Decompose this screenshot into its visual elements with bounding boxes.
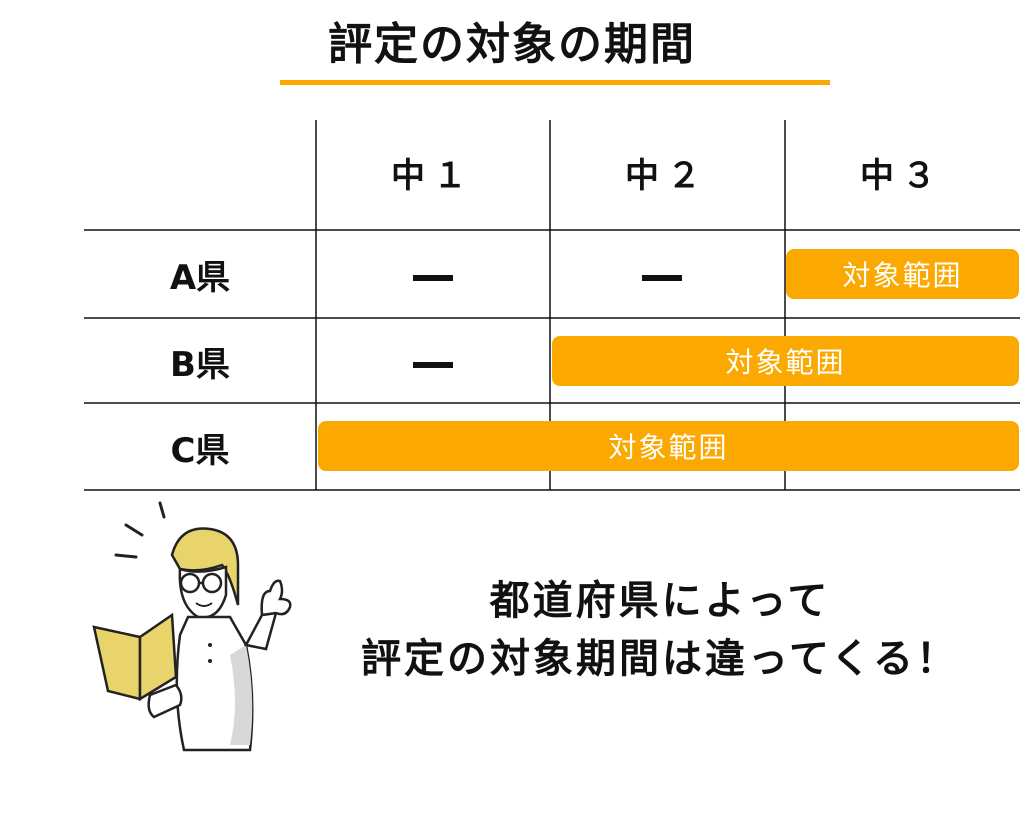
range-bar-label: 対象範囲 [725,346,846,379]
row-header-b: B県 [170,345,230,385]
row-header-c: C県 [170,431,230,471]
not-applicable-dash [642,275,682,281]
page-title: 評定の対象の期間 [328,19,696,70]
range-bar-a: 対象範囲 [786,249,1019,299]
person-reading-book-thumbs-up-icon [92,501,292,752]
range-bar-b: 対象範囲 [552,336,1019,386]
not-applicable-dash [413,362,453,368]
not-applicable-dash [413,275,453,281]
title-underline [280,80,830,85]
range-bar-c: 対象範囲 [318,421,1019,471]
column-header-1: 中１ [391,156,475,196]
column-header-3: 中３ [860,156,944,196]
message-line-2: 評定の対象期間は違ってくる！ [361,636,959,682]
row-header-a: A県 [169,258,231,298]
message-line-1: 都道府県によって [489,578,831,624]
range-bar-label: 対象範囲 [842,259,963,292]
column-header-2: 中２ [625,156,709,196]
range-bar-label: 対象範囲 [608,431,729,464]
message: 都道府県によって 評定の対象期間は違ってくる！ [300,572,1020,688]
